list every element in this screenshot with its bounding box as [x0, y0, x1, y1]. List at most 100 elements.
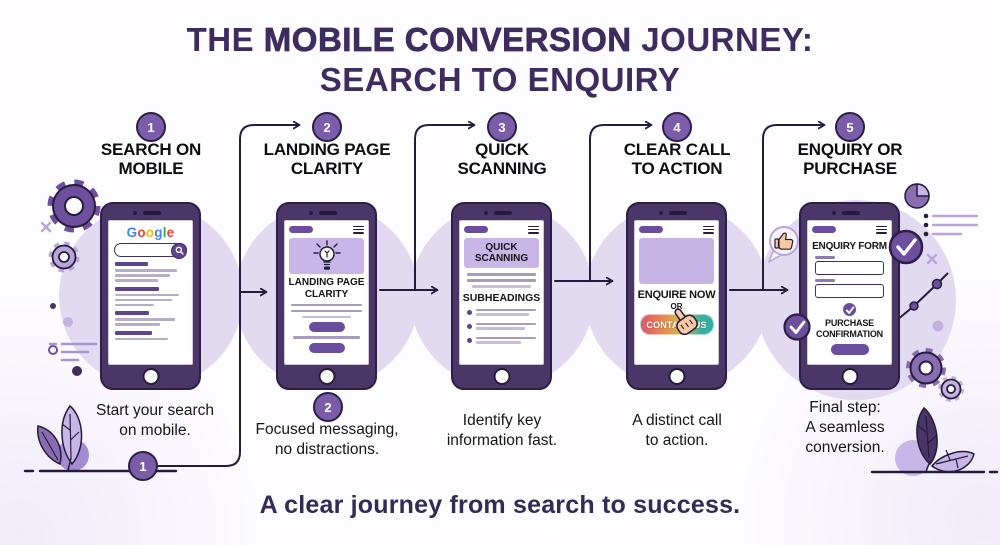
step-title-1: SEARCH ON MOBILE [100, 140, 202, 179]
enquiry-form-title: ENQUIRY FORM [812, 241, 887, 253]
menu-icon [703, 224, 714, 235]
caption-step5: Final step: A seamless conversion. [805, 399, 885, 456]
camera-dot [659, 211, 663, 215]
field-label-bar [815, 279, 835, 283]
lightbulb-icon [312, 240, 341, 270]
gear-icon-small-right [938, 376, 964, 402]
dot [50, 303, 56, 309]
tagline: A clear journey from search to success. [259, 491, 741, 519]
camera-dot [832, 211, 836, 215]
speaker-bar [842, 211, 860, 215]
step-badge-4: 4 [662, 112, 692, 142]
home-button [668, 368, 685, 385]
home-button [142, 368, 159, 385]
camera-dot [133, 211, 137, 215]
title-emphasis: MOBILE CONVERSION [263, 21, 632, 59]
menu-icon [528, 224, 539, 235]
dot [63, 317, 73, 327]
caption-step3: Identify key information fast. [446, 412, 558, 449]
dot-outline [48, 345, 58, 355]
home-button [493, 368, 510, 385]
phone3-screen: QUICK SCANNING SUBHEADINGS [459, 220, 544, 365]
step-badge-1: 1 [136, 112, 166, 142]
google-search-input[interactable] [114, 242, 187, 259]
speaker-bar [669, 211, 687, 215]
home-button [841, 368, 858, 385]
step-title-3: QUICK SCANNING [457, 140, 547, 179]
phone5-screen: ENQUIRY FORM PURCHASE CONFIRMATION [807, 220, 892, 365]
result-title-bar [115, 262, 148, 266]
caption-step1: Start your search on mobile. [95, 402, 215, 439]
header-pill [639, 226, 663, 234]
bullet-icon [467, 323, 472, 329]
bottom-badge-1: 1 [128, 451, 158, 481]
phone1-screen: Google [108, 220, 193, 365]
landing-page-clarity-label: LANDING PAGE CLARITY [288, 277, 365, 300]
result-title-bar [115, 311, 150, 315]
camera-dot [309, 211, 313, 215]
enquire-now-label: ENQUIRE NOW [637, 289, 716, 302]
page-title: THE MOBILE CONVERSION JOURNEY: SEARCH TO… [0, 20, 1000, 99]
header-pill [812, 226, 836, 234]
step-badge-3: 3 [487, 112, 517, 142]
analytics-line-icon [896, 272, 949, 321]
dot [932, 320, 944, 332]
search-button[interactable] [171, 242, 187, 259]
field-label-bar [815, 256, 835, 260]
phone-mockup-step4: ENQUIRE NOW OR CONTACT US [626, 202, 727, 390]
checkmark-icon [843, 303, 856, 317]
speaker-bar [319, 211, 337, 215]
gear-icon-large-left [47, 179, 101, 233]
cross-sparkle-icon [926, 253, 938, 265]
bullet-icon [467, 309, 472, 315]
home-button [318, 368, 335, 385]
purchase-confirmation-label: PURCHASE CONFIRMATION [816, 318, 883, 339]
gear-icon-right [906, 348, 946, 388]
phone-mockup-step3: QUICK SCANNING SUBHEADINGS [451, 202, 552, 390]
phone-mockup-step5: ENQUIRY FORM PURCHASE CONFIRMATION [799, 202, 900, 390]
hero-image-placeholder [639, 238, 714, 285]
header-pill [464, 226, 488, 234]
button-placeholder[interactable] [308, 342, 345, 353]
step-badge-2: 2 [312, 112, 342, 142]
speaker-bar [143, 211, 161, 215]
phone2-screen: LANDING PAGE CLARITY [284, 220, 369, 365]
bullet-icon [467, 337, 472, 343]
menu-icon [876, 224, 887, 235]
text-lines-icon-left [48, 342, 98, 362]
subheadings-label: SUBHEADINGS [462, 291, 541, 304]
header-pill [289, 226, 313, 234]
phone-mockup-step1: Google [100, 202, 201, 390]
step-title-5: ENQUIRY OR PURCHASE [797, 140, 903, 179]
form-field[interactable] [815, 261, 884, 276]
phone-mockup-step2: LANDING PAGE CLARITY [276, 202, 377, 390]
step-title-2: LANDING PAGE CLARITY [263, 140, 391, 179]
button-placeholder[interactable] [308, 322, 345, 333]
bottom-badge-2: 2 [313, 392, 343, 422]
phone4-screen: ENQUIRE NOW OR CONTACT US [634, 220, 719, 365]
bullet-list [460, 307, 543, 346]
result-title-bar [115, 330, 152, 335]
caption-step4: A distinct call to action. [632, 412, 722, 449]
checklist-icon [923, 213, 979, 237]
submit-button[interactable] [830, 343, 869, 355]
google-logo: Google [126, 225, 175, 240]
speaker-bar [494, 211, 512, 215]
thumbs-up-bubble-icon [768, 226, 799, 263]
step-title-4: CLEAR CALL TO ACTION [623, 140, 731, 179]
step-badge-5: 5 [835, 112, 865, 142]
search-icon [175, 246, 184, 255]
form-field[interactable] [815, 284, 884, 299]
search-results [109, 262, 192, 340]
result-title-bar [115, 286, 160, 291]
camera-dot [484, 211, 488, 215]
quick-scanning-banner: QUICK SCANNING [464, 238, 539, 269]
gear-icon-small-left [48, 241, 80, 273]
pointer-hand-icon [667, 303, 707, 343]
title-line-2: SEARCH TO ENQUIRY [319, 60, 681, 98]
landing-banner [289, 238, 364, 275]
caption-step2: Focused messaging, no distractions. [255, 421, 399, 458]
dot [72, 366, 82, 376]
cross-sparkle-icon [40, 221, 52, 233]
